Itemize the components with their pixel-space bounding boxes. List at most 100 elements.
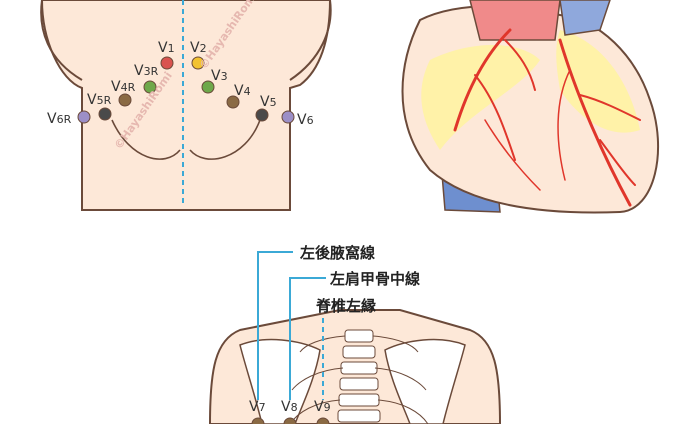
electrode-v2 — [191, 56, 205, 70]
lead-label-v8-main: V — [281, 399, 291, 415]
rib — [377, 399, 429, 425]
vertebra — [337, 409, 381, 423]
label-paravertebral-line: 脊椎左縁 — [315, 297, 376, 315]
lead-label-v6r-sub: 6R — [57, 113, 72, 126]
rib — [291, 367, 344, 391]
lead-label-v9-sub: 9 — [324, 401, 331, 414]
left-anterior-descending — [558, 38, 632, 207]
lead-v5: V5 — [255, 94, 277, 122]
electrode-v5 — [255, 108, 269, 122]
lead-label-v4-main: V — [234, 83, 244, 99]
lead-label-v3-main: V — [211, 68, 221, 84]
lead-v4: V4 — [226, 83, 251, 109]
lead-v6r: V6R — [47, 110, 91, 127]
lead-label-v6-main: V — [297, 112, 307, 128]
svg-text:V1: V1 — [158, 40, 175, 56]
lead-label-v2-main: V — [190, 40, 200, 56]
electrode-v5r — [98, 107, 112, 121]
chest-right-breast-line — [111, 119, 181, 160]
vertebra — [344, 329, 374, 343]
posterior-axillary-guide — [257, 251, 293, 400]
chest-left-breast-line — [189, 119, 261, 160]
lead-v3r: V3R — [134, 63, 159, 94]
lead-v6: V6 — [281, 110, 314, 128]
electrode-v6r — [77, 110, 91, 124]
electrode-v3r — [143, 80, 157, 94]
vertebra — [338, 393, 380, 407]
lead-label-v8-sub: 8 — [291, 401, 298, 414]
lead-v5r: V5R — [87, 92, 112, 121]
lead-label-v3-sub: 3 — [221, 70, 228, 83]
torso-front-body — [40, 0, 332, 211]
vertebra — [340, 361, 378, 375]
epicardial-fat — [421, 45, 540, 150]
lead-label-v4r-sub: 4R — [121, 81, 136, 94]
lead-label-v3r-sub: 3R — [144, 65, 159, 78]
right-arm-edge — [289, 0, 332, 81]
lead-v4r: V4R — [111, 79, 136, 107]
lad-branch-1 — [579, 94, 641, 121]
lead-v1: V1 — [158, 40, 175, 70]
rca-branch-1 — [474, 74, 516, 161]
heart-panel — [401, 0, 660, 214]
svg-text:V5: V5 — [260, 94, 277, 110]
svg-text:V2: V2 — [190, 40, 207, 56]
lead-label-v6-sub: 6 — [307, 114, 314, 127]
rib — [374, 367, 427, 391]
svg-text:V6R: V6R — [47, 111, 72, 127]
lead-v2: V2 — [190, 40, 207, 70]
left-arm-edge — [40, 0, 83, 81]
electrode-v3 — [201, 80, 215, 94]
svg-text:V8: V8 — [281, 399, 298, 415]
label-scapular-line: 左肩甲骨中線 — [329, 270, 420, 288]
svg-text:V7: V7 — [249, 399, 266, 415]
lead-label-v6r-main: V — [47, 111, 57, 127]
back-guide-lines — [257, 251, 326, 400]
lad-branch-2 — [599, 139, 636, 186]
lead-label-v1-sub: 1 — [168, 42, 175, 55]
front-torso-panel — [40, 0, 332, 211]
rca-branch-3 — [484, 119, 541, 191]
epicardial-fat-2 — [556, 30, 640, 133]
lead-label-v5-main: V — [260, 94, 270, 110]
rca-branch-2 — [504, 39, 536, 91]
vertebra — [339, 377, 379, 391]
svg-text:V9: V9 — [314, 399, 331, 415]
coronary-arteries — [453, 28, 641, 207]
svg-text:V5R: V5R — [87, 92, 112, 108]
electrode-v1 — [160, 56, 174, 70]
right-scapula — [384, 338, 466, 425]
label-posterior-axillary-line: 左後腋窩線 — [299, 244, 375, 262]
electrode-v4r — [118, 93, 132, 107]
svg-text:V3R: V3R — [134, 63, 159, 79]
lead-v3: V3 — [201, 68, 228, 94]
left-scapula — [239, 338, 321, 425]
lead-label-v3r-main: V — [134, 63, 144, 79]
lad-branch-3 — [557, 69, 571, 181]
lead-label-v2-sub: 2 — [200, 42, 207, 55]
electrode-v4 — [226, 95, 240, 109]
ribs — [289, 335, 429, 425]
rib — [372, 335, 419, 353]
chest-leads: V1 V2 V3 V4 V5 V6 V3R V4R — [47, 40, 314, 128]
lead-label-v5-sub: 5 — [270, 96, 277, 109]
spine — [337, 329, 381, 423]
rib — [299, 335, 346, 353]
right-coronary-artery — [453, 28, 512, 132]
lead-label-v4-sub: 4 — [244, 85, 251, 98]
electrode-v6 — [281, 110, 295, 124]
pulmonary-trunk — [559, 0, 611, 36]
lead-label-v9-main: V — [314, 399, 324, 415]
lead-label-v7-sub: 7 — [259, 401, 266, 414]
lead-label-v7-main: V — [249, 399, 259, 415]
svg-text:V4: V4 — [234, 83, 251, 99]
vertebra — [342, 345, 376, 359]
lead-label-v5r-main: V — [87, 92, 97, 108]
lead-label-v1-main: V — [158, 40, 168, 56]
lead-label-v4r-main: V — [111, 79, 121, 95]
svg-text:V4R: V4R — [111, 79, 136, 95]
svg-text:V6: V6 — [297, 112, 314, 128]
svg-text:V3: V3 — [211, 68, 228, 84]
aorta — [469, 0, 561, 41]
